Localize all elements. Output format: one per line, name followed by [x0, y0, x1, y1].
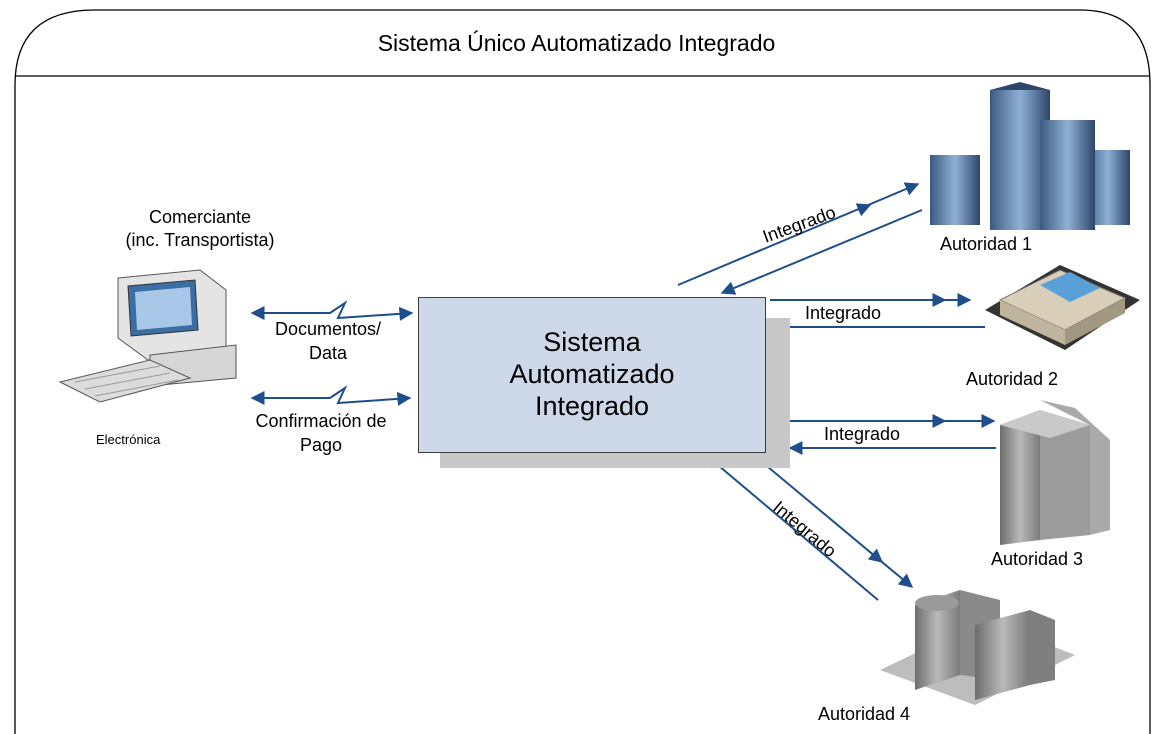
page-title: Sistema Único Automatizado Integrado	[377, 30, 776, 56]
documents-arrow	[250, 300, 414, 321]
arrows-authority-3	[768, 414, 996, 455]
building-3-icon	[1000, 400, 1110, 545]
authority-4-label: Autoridad 4	[818, 704, 911, 724]
authority-2-label: Autoridad 2	[966, 369, 1059, 389]
system-label: Sistema Automatizado Integrado	[509, 327, 675, 421]
integrated-label-2: Integrado	[805, 303, 882, 323]
outer-frame	[14, 9, 1151, 734]
payment-link-label: Confirmación de Pago	[255, 411, 387, 455]
system-box: Sistema Automatizado Integrado	[418, 297, 766, 453]
merchant-label: Comerciante (inc. Transportista)	[125, 207, 275, 250]
building-1-icon	[930, 82, 1130, 230]
arrows-authority-2	[770, 293, 985, 334]
authority-1-label: Autoridad 1	[940, 234, 1033, 254]
building-4-icon	[880, 590, 1075, 705]
payment-arrow	[250, 385, 412, 406]
integrated-label-3: Integrado	[824, 424, 901, 444]
authority-3-label: Autoridad 3	[991, 549, 1084, 569]
merchant-sublabel: Electrónica	[96, 432, 161, 447]
documents-link-label: Documentos/ Data	[274, 319, 382, 363]
arrows-authority-4	[704, 454, 914, 601]
computer-icon	[58, 269, 237, 403]
arrows-authority-1	[677, 182, 923, 295]
building-2-icon	[985, 265, 1140, 350]
